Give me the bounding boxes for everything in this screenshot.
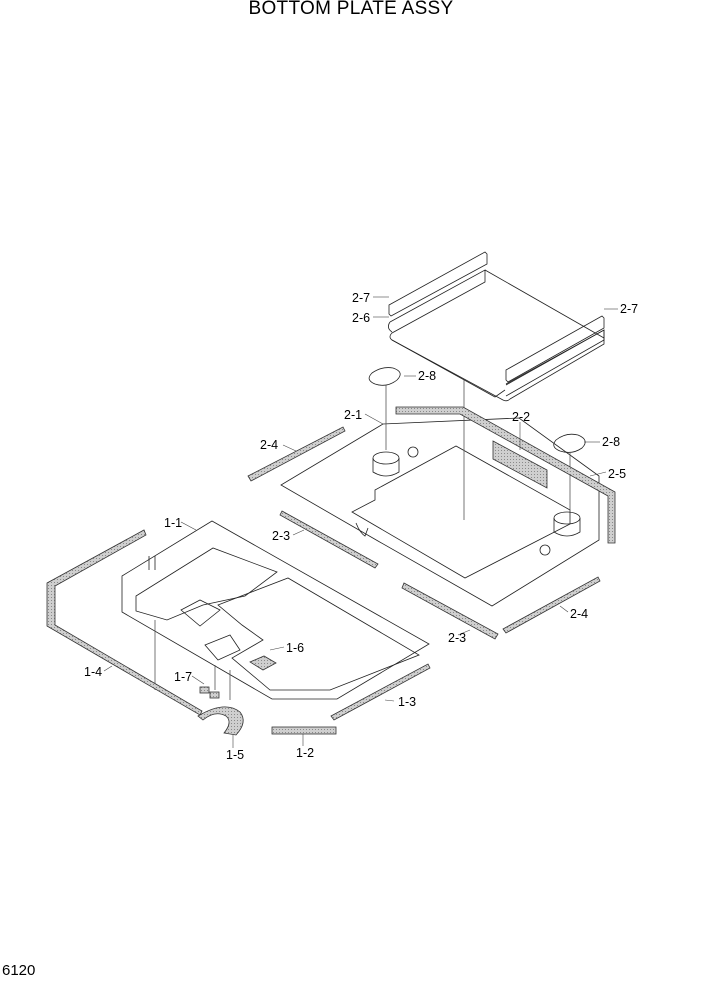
seal-1-2 <box>271 726 337 735</box>
part-label: 2-7 <box>620 302 639 316</box>
part-label: 1-6 <box>286 641 305 655</box>
pad-1-6 <box>249 655 277 671</box>
lower-plate-1-1 <box>121 520 430 700</box>
part-label: 2-5 <box>608 467 627 481</box>
upper-plate-2-1 <box>280 417 600 607</box>
part-label: 2-3 <box>448 631 467 645</box>
seal-2-3 <box>401 582 499 640</box>
part-label: 2-8 <box>418 369 437 383</box>
part-label: 2-2 <box>512 410 531 424</box>
part-label: 1-5 <box>226 748 245 762</box>
pad-1-7 <box>209 691 220 699</box>
seal-2-2 <box>492 440 548 489</box>
part-label: 1-7 <box>174 670 193 684</box>
part-label: 1-3 <box>398 695 417 709</box>
seal-1-3 <box>330 663 431 721</box>
gasket-2-8 <box>368 367 401 386</box>
page-number: 6120 <box>2 962 36 979</box>
part-label: 2-1 <box>344 408 363 422</box>
part-label: 1-2 <box>296 746 315 760</box>
part-label: 2-4 <box>260 438 279 452</box>
part-label: 2-3 <box>272 529 291 543</box>
part-label: 1-1 <box>164 516 183 530</box>
part-label: 2-8 <box>602 435 621 449</box>
seal-2-5 <box>395 406 616 544</box>
pad-1-7 <box>199 686 210 694</box>
seal-2-3 <box>279 510 379 569</box>
tray-part-2-6 <box>388 251 605 402</box>
seal-2-4 <box>247 426 346 482</box>
part-label: 2-4 <box>570 607 589 621</box>
seal-2-4 <box>502 576 601 634</box>
seal-1-5 <box>197 706 244 736</box>
seal-1-4 <box>46 529 203 716</box>
part-label: 2-6 <box>352 311 371 325</box>
part-label: 2-7 <box>352 291 371 305</box>
gasket-2-8 <box>553 433 586 453</box>
diagram-title: BOTTOM PLATE ASSY <box>248 0 454 19</box>
part-label: 1-4 <box>84 665 103 679</box>
